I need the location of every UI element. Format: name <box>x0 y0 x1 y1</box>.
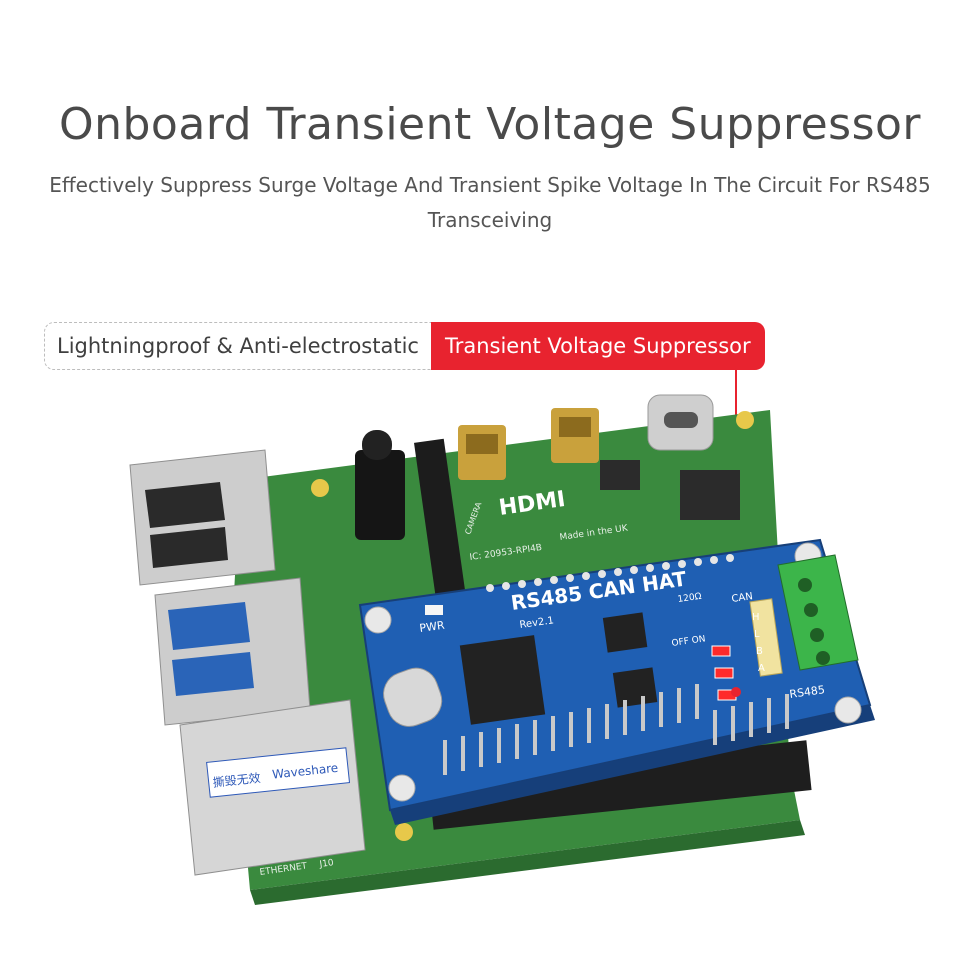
j10-label: J10 <box>318 858 335 870</box>
mount-hole <box>736 411 754 429</box>
crystal-oscillator <box>383 667 443 727</box>
tag-lightningproof: Lightningproof & Anti-electrostatic <box>44 322 431 370</box>
hat-mount-hole <box>364 606 392 634</box>
terminal-label-a: A <box>758 663 765 674</box>
board-illustration: HDMI Made in the UK IC: 20953-RPI4B CAME… <box>129 370 875 905</box>
ohm-label: 120Ω <box>677 592 702 605</box>
brand-label: Waveshare <box>272 761 339 782</box>
seal-label: 撕毁无效 <box>212 770 261 790</box>
rs485-transceiver-chip <box>612 667 658 708</box>
audio-jack <box>355 450 405 540</box>
rs485-label: RS485 <box>789 683 826 701</box>
warranty-sticker <box>206 747 351 798</box>
tvs-diode <box>711 645 731 657</box>
pi-chip <box>680 470 740 520</box>
camera-connector <box>414 438 466 602</box>
tag-tvs: Transient Voltage Suppressor <box>430 322 765 370</box>
can-controller-chip <box>459 635 546 725</box>
mount-hole <box>395 823 413 841</box>
tvs-diode <box>714 667 734 679</box>
jumper-header <box>749 598 783 677</box>
terminal-label-h: H <box>752 612 760 623</box>
terminal-label-l: L <box>754 629 760 640</box>
gpio-pads-row <box>486 554 734 592</box>
can-label: CAN <box>731 591 754 605</box>
page-title: Onboard Transient Voltage Suppressor <box>58 99 921 151</box>
hat-revision: Rev2.1 <box>519 615 555 631</box>
feature-tags: Lightningproof & Anti-electrostatic Tran… <box>44 322 765 370</box>
gpio-pins-row <box>443 684 789 775</box>
off-on-label: OFF ON <box>671 634 706 649</box>
pwr-led <box>425 605 443 615</box>
can-transceiver-chip <box>602 612 648 653</box>
terminal-label-b: B <box>756 646 763 657</box>
callout-dot <box>731 687 741 697</box>
screw-terminal <box>777 554 859 671</box>
mount-hole <box>311 479 329 497</box>
gpio-header <box>428 740 812 830</box>
product-photo: HDMI Made in the UK IC: 20953-RPI4B CAME… <box>0 370 980 980</box>
page-subtitle: Effectively Suppress Surge Voltage And T… <box>49 173 931 232</box>
usb3-port-stack <box>154 577 311 726</box>
pwr-label: PWR <box>419 619 446 635</box>
